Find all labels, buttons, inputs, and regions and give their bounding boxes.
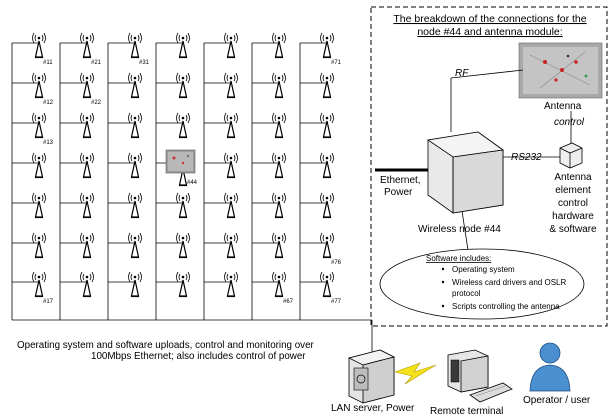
antenna-node-icon [223, 32, 239, 59]
antenna-node-icon [319, 271, 335, 298]
remote-terminal-label: Remote terminal [430, 406, 503, 417]
antenna-node-icon [319, 72, 335, 99]
rs232-label: RS232 [511, 152, 542, 163]
antenna-node-icon [79, 32, 95, 59]
antenna-node-icon [31, 192, 47, 219]
antenna-node-icon [127, 112, 143, 139]
antenna-node-icon [223, 112, 239, 139]
rf-label: RF [455, 68, 469, 79]
breakdown-box [370, 6, 608, 327]
antenna-node-icon [271, 152, 287, 179]
software-ellipse [379, 248, 585, 320]
software-item-3: Scripts controlling the antenna [452, 302, 560, 311]
antenna-node-icon [79, 192, 95, 219]
software-title: Software includes: [426, 254, 491, 263]
ethernet-power-label-1: Ethernet, [380, 175, 421, 186]
antenna-node-icon [319, 112, 335, 139]
node-label-67: #67 [283, 299, 294, 305]
operator-label: Operator / user [523, 395, 591, 406]
antenna-node-icon [223, 72, 239, 99]
node-label-21: #21 [91, 60, 102, 66]
antenna-node-icon [175, 112, 191, 139]
antenna-module-photo [518, 42, 603, 99]
caption-line-2: 100Mbps Ethernet; also includes control … [91, 351, 306, 362]
antenna-node-icon [79, 232, 95, 259]
antenna-node-icon [271, 271, 287, 298]
antenna-node-icon [319, 232, 335, 259]
node-label-17: #17 [43, 299, 54, 305]
antenna-node-icon [31, 271, 47, 298]
antenna-node-icon [271, 232, 287, 259]
antenna-node-icon [127, 72, 143, 99]
lan-server-icon [347, 349, 396, 404]
aech-line-5: & software [549, 224, 597, 235]
ethernet-power-label-2: Power [384, 187, 413, 198]
antenna-node-icon [223, 192, 239, 219]
antenna-node-icon [175, 232, 191, 259]
node-label-13: #13 [43, 140, 54, 146]
control-label: control [554, 117, 585, 128]
antenna-node-icon [175, 192, 191, 219]
antenna-node-icon [31, 232, 47, 259]
antenna-node-icon [175, 271, 191, 298]
antenna-node-icon [79, 152, 95, 179]
lan-server-label: LAN server, Power [331, 403, 415, 414]
node-label-11: #11 [43, 60, 53, 66]
antenna-node-icon [175, 32, 191, 59]
breakdown-title-1: The breakdown of the connections for the [393, 13, 586, 25]
node-label-31: #31 [139, 60, 150, 66]
antenna-node-icon [127, 32, 143, 59]
wireless-node-box [426, 131, 505, 214]
antenna-node-icon [79, 112, 95, 139]
caption-line-1: Operating system and software uploads, c… [17, 340, 315, 351]
antenna-node-icon [79, 271, 95, 298]
node-44-photo [165, 149, 196, 174]
operator-user-icon [529, 342, 571, 392]
remote-terminal-icon [447, 349, 513, 403]
antenna-node-icon [79, 72, 95, 99]
antenna-node-icon [223, 152, 239, 179]
node-label-22: #22 [91, 100, 102, 106]
node-label-12: #12 [43, 100, 54, 106]
antenna-control-box [559, 142, 583, 169]
antenna-node-icon [319, 32, 335, 59]
software-item-1: Operating system [452, 265, 515, 274]
antenna-node-icon [31, 72, 47, 99]
lightning-link-icon [393, 362, 437, 385]
aech-line-1: Antenna [554, 172, 592, 183]
antenna-node-icon [127, 192, 143, 219]
node-label-76: #76 [331, 260, 342, 266]
antenna-node-icon [127, 232, 143, 259]
antenna-node-icon [31, 152, 47, 179]
software-item-2b: protocol [452, 289, 481, 298]
wireless-node-label: Wireless node #44 [418, 224, 501, 235]
breakdown-title-2: node #44 and antenna module: [417, 26, 562, 38]
aech-line-3: control [558, 198, 588, 209]
antenna-node-icon [127, 271, 143, 298]
antenna-node-icon [271, 112, 287, 139]
antenna-node-icon [223, 232, 239, 259]
node-label-44: #44 [187, 180, 198, 186]
antenna-node-icon [271, 72, 287, 99]
antenna-node-icon [127, 152, 143, 179]
aech-line-4: hardware [552, 211, 594, 222]
antenna-node-icon [175, 72, 191, 99]
antenna-label: Antenna [544, 101, 582, 112]
antenna-node-icon [319, 152, 335, 179]
aech-line-2: element [555, 185, 591, 196]
antenna-node-icon [271, 192, 287, 219]
antenna-node-icon [31, 32, 47, 59]
antenna-node-icon [271, 32, 287, 59]
antenna-node-icon [223, 271, 239, 298]
node-label-71: #71 [331, 60, 342, 66]
antenna-node-icon [319, 192, 335, 219]
software-item-2: Wireless card drivers and OSLR [452, 278, 566, 287]
node-label-77: #77 [331, 299, 342, 305]
grid-wiring [11, 42, 373, 355]
antenna-node-icon [31, 112, 47, 139]
